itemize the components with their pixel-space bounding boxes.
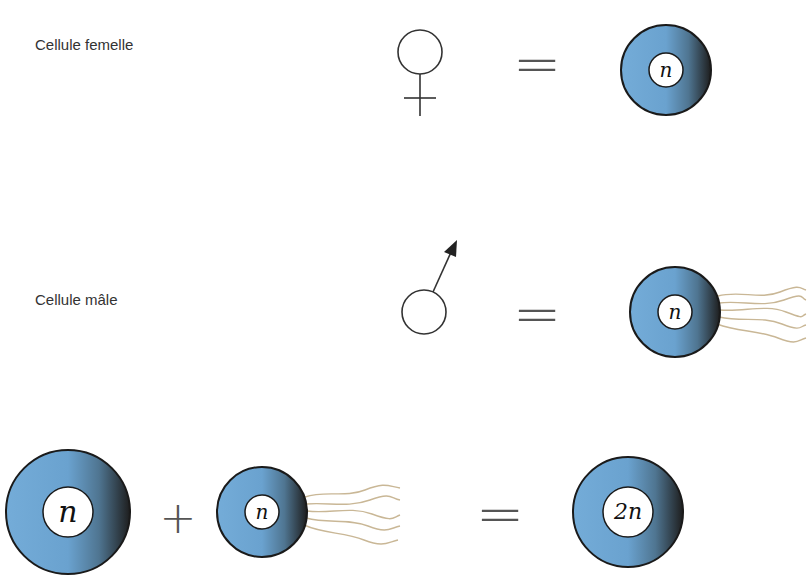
gamete-cell: 2n	[571, 455, 685, 569]
chromosome-count: n	[660, 60, 673, 80]
chromosome-count: n	[256, 502, 269, 522]
cell-label: Cellule mâle	[35, 291, 118, 308]
equals-sign: =	[513, 35, 562, 93]
female-symbol	[398, 30, 442, 116]
gamete-cell: n	[619, 23, 713, 117]
equals-sign: =	[476, 485, 525, 543]
chromosome-count: 2n	[614, 501, 642, 523]
gamete-cell: n	[4, 448, 132, 576]
cell-label: Cellule femelle	[35, 36, 133, 53]
gamete-cell: n	[215, 465, 309, 559]
male-symbol	[402, 240, 457, 334]
equals-sign: =	[513, 285, 562, 343]
gamete-cell: n	[628, 265, 722, 359]
plus-sign: +	[160, 496, 197, 540]
chromosome-count: n	[669, 302, 682, 322]
chromosome-count: n	[58, 497, 77, 527]
